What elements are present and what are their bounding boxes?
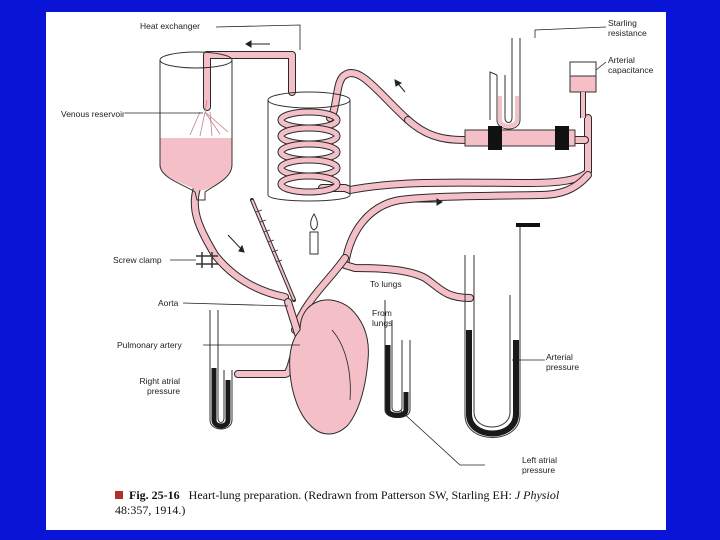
label-pulmonary-artery: Pulmonary artery	[117, 340, 182, 350]
leader-lines	[125, 25, 606, 465]
label-starling-line2: resistance	[608, 28, 647, 38]
label-right-atrial-line2: pressure	[135, 386, 180, 396]
label-from-lungs-line1: From	[372, 308, 392, 318]
label-heat-exchanger: Heat exchanger	[140, 21, 200, 31]
caption-text: Heart-lung preparation. (Redrawn from Pa…	[189, 488, 515, 502]
caption-line1: Fig. 25-16 Heart-lung preparation. (Redr…	[115, 488, 559, 503]
label-arterial-cap-line1: Arterial	[608, 55, 653, 65]
arterial-capacitance	[570, 62, 596, 118]
caption-journal: J Physiol	[515, 488, 559, 502]
figure-caption: Fig. 25-16 Heart-lung preparation. (Redr…	[115, 488, 559, 518]
label-left-atrial-line1: Left atrial	[522, 455, 557, 465]
label-aorta: Aorta	[158, 298, 178, 308]
label-arterial-pressure: Arterial pressure	[546, 352, 579, 372]
label-starling-line1: Starling	[608, 18, 647, 28]
right-atrial-manometer	[210, 310, 232, 429]
label-starling-resistance: Starling resistance	[608, 18, 647, 38]
caption-bullet-icon	[115, 491, 123, 499]
label-arterial-pressure-line2: pressure	[546, 362, 579, 372]
label-right-atrial-pressure: Right atrial pressure	[135, 376, 180, 396]
label-right-atrial-line1: Right atrial	[135, 376, 180, 386]
caption-line2: 48:357, 1914.)	[115, 503, 559, 518]
label-arterial-capacitance: Arterial capacitance	[608, 55, 653, 75]
label-screw-clamp: Screw clamp	[113, 255, 162, 265]
candle-icon	[310, 214, 318, 254]
venous-reservoir	[160, 52, 232, 200]
label-left-atrial-line2: pressure	[522, 465, 557, 475]
arterial-pressure-manometer	[465, 225, 540, 438]
label-arterial-cap-line2: capacitance	[608, 65, 653, 75]
caption-fig-number: Fig. 25-16	[129, 488, 180, 502]
label-left-atrial-pressure: Left atrial pressure	[522, 455, 557, 475]
label-to-lungs: To lungs	[370, 279, 402, 289]
label-from-lungs-line2: lungs	[372, 318, 392, 328]
label-venous-reservoir: Venous reservoir	[61, 109, 125, 119]
starling-resistance	[465, 38, 575, 150]
heart	[290, 300, 369, 434]
label-arterial-pressure-line1: Arterial	[546, 352, 579, 362]
label-from-lungs: From lungs	[372, 308, 392, 328]
heart-lung-diagram: .tube { fill:none; stroke:#2a2a2a; strok…	[46, 12, 666, 530]
